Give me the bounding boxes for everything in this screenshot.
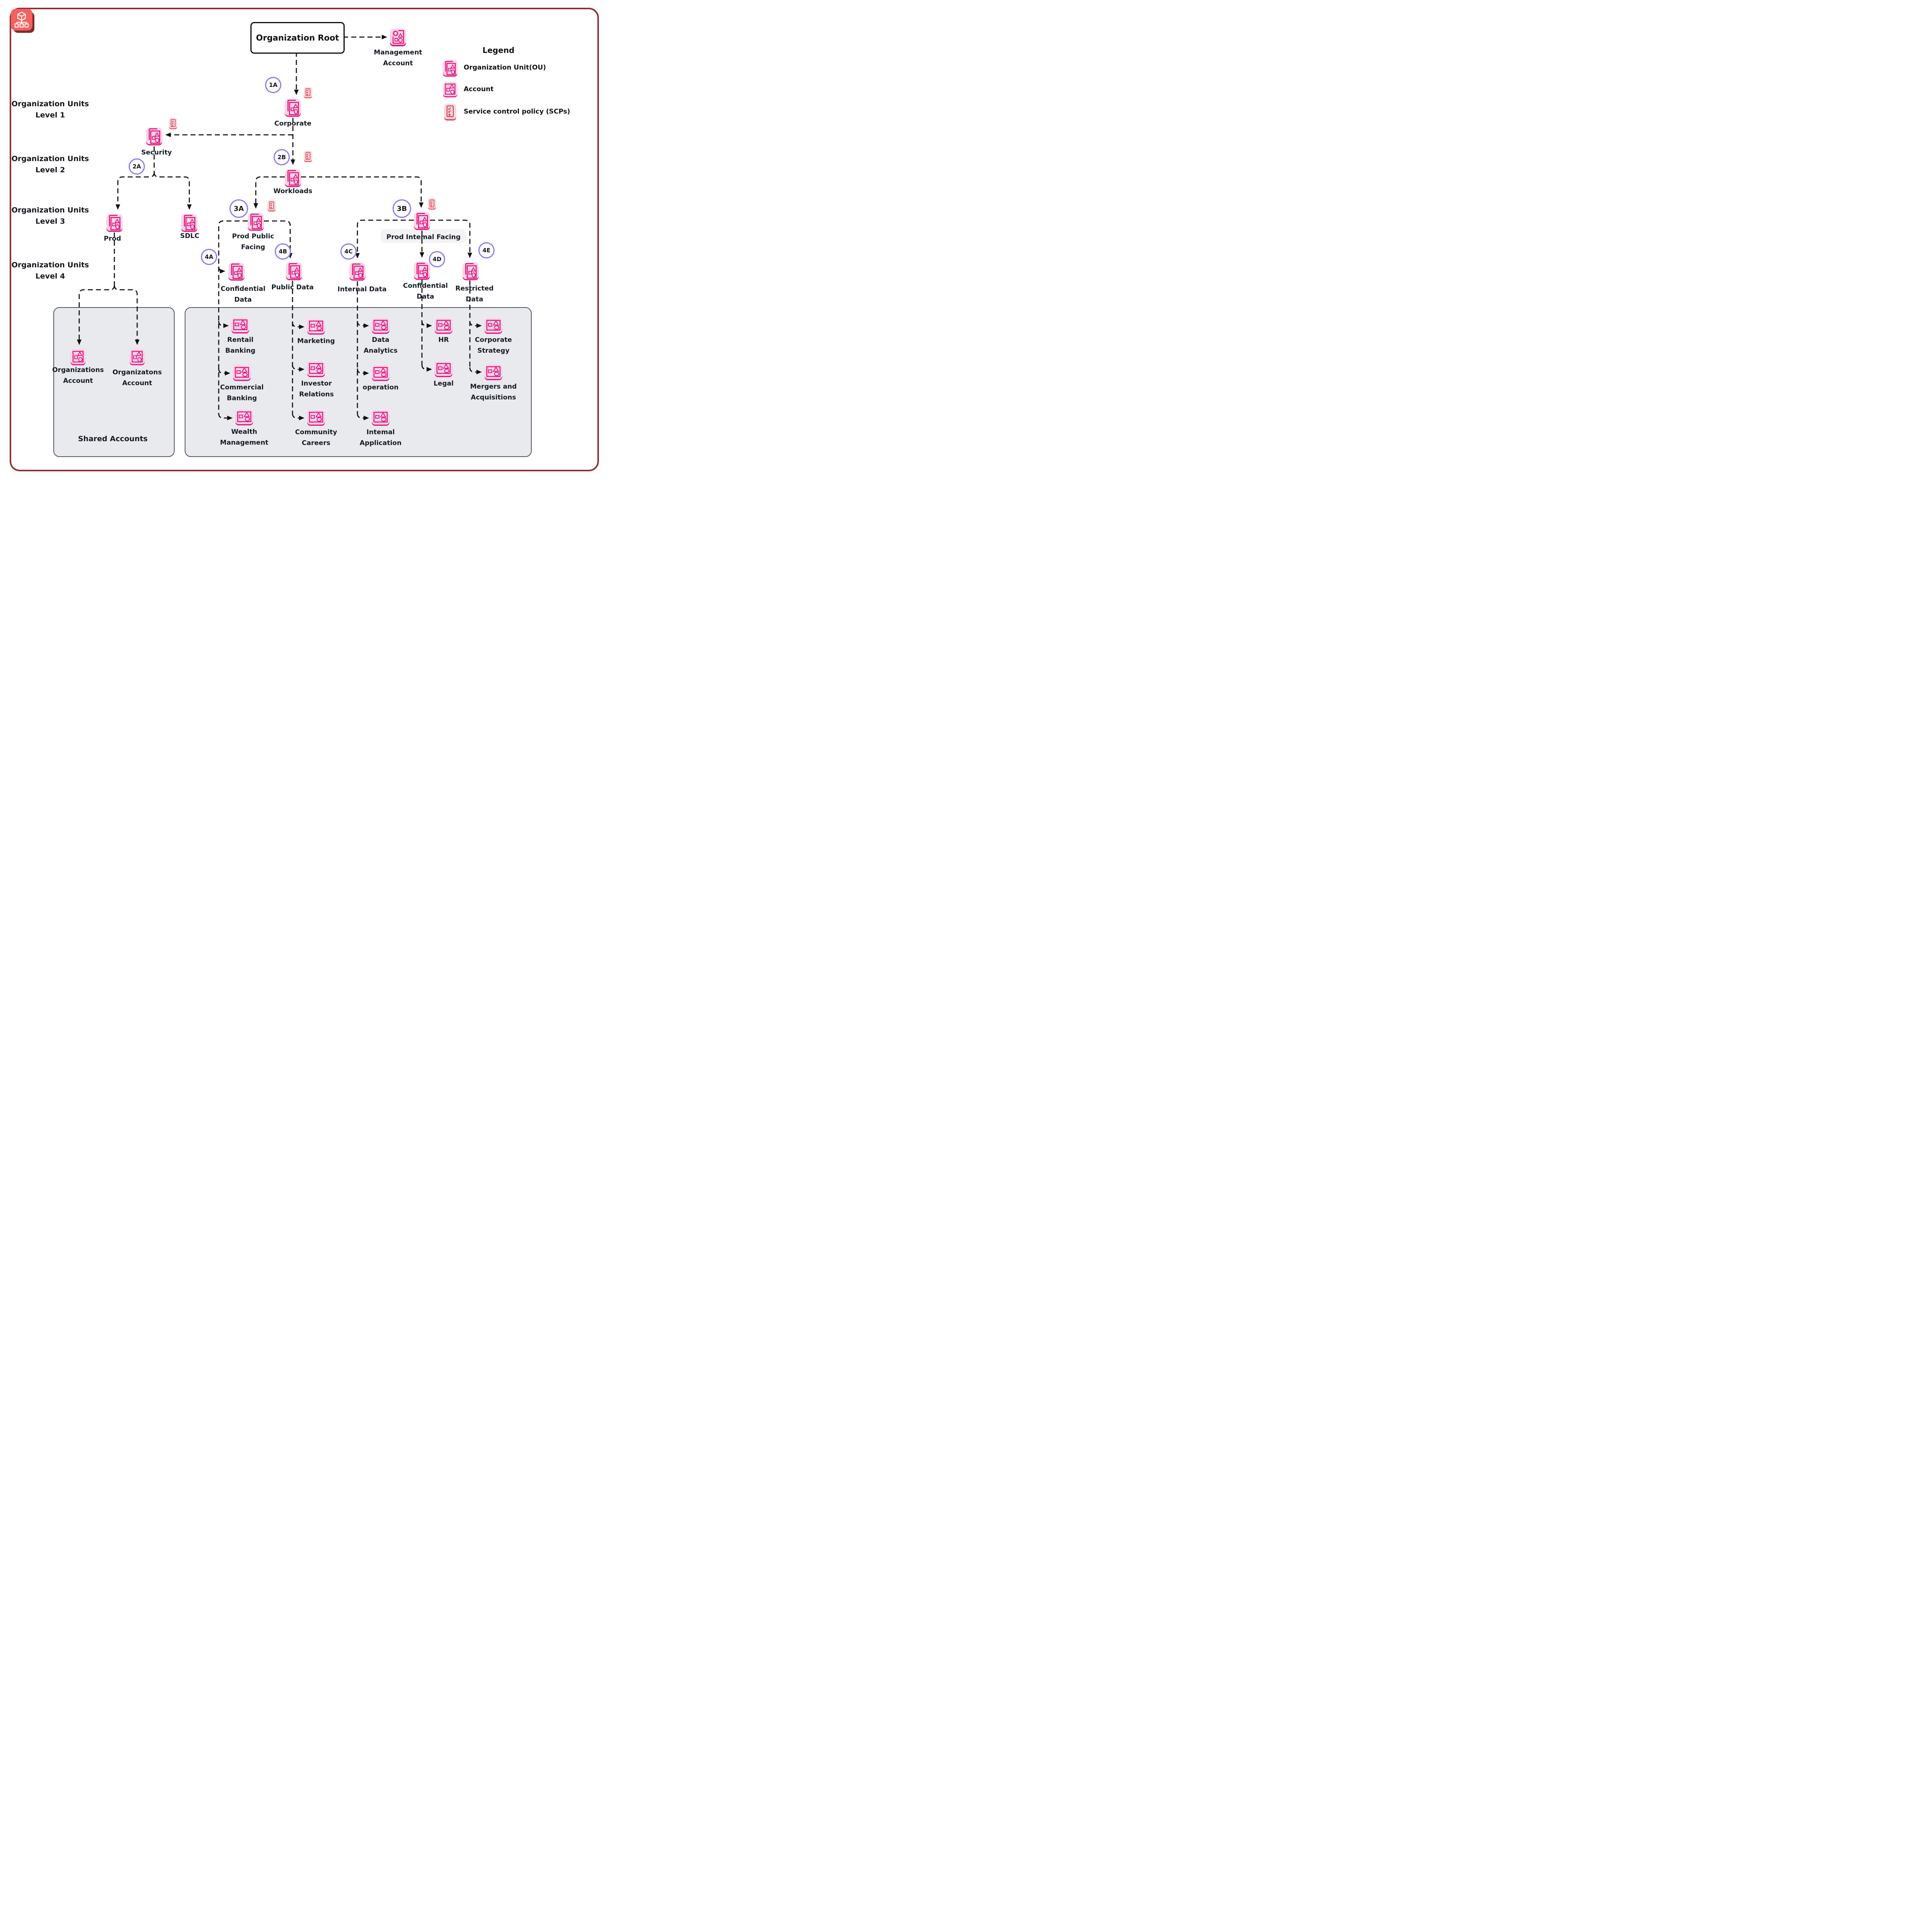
account-label-data-analytics: Data Analytics (364, 336, 398, 355)
management-account-icon (389, 27, 407, 47)
account-label-community-careers: Community Careers (295, 428, 337, 447)
ou-label-security: Security (141, 149, 172, 156)
account-icon-wealth-management (234, 408, 254, 426)
ou-label-confidential-left: Confidential Data (221, 285, 265, 304)
badge-3b: 3B (393, 199, 411, 218)
account-icon-mergers-acquisitions (483, 363, 503, 381)
legend-scp-label: Service control policy (SCPs) (464, 108, 570, 116)
ou-icon-prod-internal (413, 210, 431, 231)
rail-level-2: Organization Units Level 2 (11, 155, 89, 175)
rail-level-1: Organization Units Level 1 (11, 100, 89, 120)
ou-label-workloads: Workloads (273, 187, 313, 195)
account-icon-commercial-banking (232, 364, 252, 382)
badge-4e: 4E (478, 242, 495, 258)
ou-icon-restricted (461, 260, 480, 281)
rail-level-3: Organization Units Level 3 (11, 206, 89, 226)
account-icon-corporate-strategy (483, 317, 503, 335)
account-label-operation: operation (362, 384, 399, 391)
diagram-canvas: Organization Root Management Account Leg… (0, 0, 605, 480)
scp-icon-prod-internal (427, 198, 437, 210)
account-label-investor-relations: Investor Relations (299, 380, 334, 399)
account-label-legal: Legal (434, 380, 454, 387)
scp-icon-security (168, 117, 178, 129)
legend-ou-label: Organization Unit(OU) (464, 64, 546, 71)
connector-lines (77, 35, 482, 420)
account-icon-intemal-application (371, 409, 391, 426)
management-account-label: Management Account (374, 49, 422, 68)
shared-accounts-title: Shared Accounts (78, 435, 148, 443)
badge-3a: 3A (230, 199, 248, 218)
ou-icon-workloads (284, 167, 302, 188)
ou-icon-public-data (285, 260, 303, 281)
account-icon-data-analytics (371, 317, 391, 335)
badge-2b: 2B (274, 149, 290, 165)
ou-icon-sdlc (180, 212, 199, 233)
account-icon-organizations (69, 347, 87, 367)
organization-root-label: Organization Root (256, 33, 339, 42)
aws-brand-text: aws (20, 474, 60, 480)
legend-ou-icon (442, 58, 459, 77)
ou-icon-internal-data (348, 260, 367, 281)
legend-scp-icon (443, 103, 457, 121)
ou-icon-prod (105, 212, 124, 233)
legend-title: Legend (482, 46, 515, 55)
ou-label-prod-internal: Prod Intemal Facing (386, 233, 461, 241)
ou-label-corporate: Corporate (274, 120, 311, 127)
account-icon-hr (434, 317, 454, 335)
account-label-wealth-management: Wealth Management (220, 428, 269, 447)
ou-label-public-data: Public Data (271, 284, 314, 291)
account-label-hr: HR (438, 336, 449, 344)
ou-icon-security (145, 125, 163, 146)
ou-label-confidential-right: Confidential Data (403, 282, 448, 301)
organization-root-node: Organization Root (250, 22, 345, 54)
account-icon-marketing (306, 318, 326, 335)
account-icon-organizatons (128, 347, 146, 367)
scp-icon-corporate (303, 87, 313, 99)
account-label-marketing: Marketing (297, 337, 335, 345)
prod-internal-label-pill (381, 229, 466, 243)
ou-label-sdlc: SDLC (180, 232, 199, 240)
account-icon-rentail-banking (230, 316, 250, 334)
ou-icon-confidential-right (413, 260, 431, 280)
ou-icon-corporate (284, 97, 302, 117)
ou-icon-confidential-left (227, 260, 246, 281)
badge-1a: 1A (265, 77, 281, 93)
account-label-corporate-strategy: Corporate Strategy (475, 336, 512, 355)
account-label-organizations: Organizations Account (52, 366, 104, 385)
ou-label-prod-public: Prod Public Facing (232, 233, 274, 251)
account-label-commercial-banking: Commercial Banking (220, 384, 264, 403)
account-label-intemal-application: Intemal Application (359, 428, 402, 447)
badge-4a: 4A (201, 249, 217, 265)
account-icon-legal (434, 360, 454, 378)
legend-account-icon (442, 80, 459, 99)
badge-4d: 4D (429, 251, 445, 267)
scp-icon-prod-public (267, 200, 276, 212)
account-icon-investor-relations (306, 360, 326, 378)
badge-4c: 4C (340, 243, 357, 260)
account-icon-community-careers (306, 409, 326, 426)
diagram-border (10, 8, 599, 471)
ou-label-prod: Prod (104, 235, 121, 243)
account-label-rentail-banking: Rentail Banking (225, 336, 255, 355)
legend-account-label: Account (464, 85, 494, 93)
ou-icon-prod-public (247, 211, 265, 231)
aws-organizations-icon (11, 9, 32, 31)
badge-4b: 4B (275, 243, 291, 260)
scp-icon-workloads (303, 150, 313, 162)
rail-level-4: Organization Units Level 4 (11, 261, 89, 281)
account-icon-operation (371, 364, 391, 382)
account-label-organizatons: Organizatons Account (112, 369, 162, 387)
ou-label-internal-data: Internal Data (337, 285, 387, 293)
account-label-mergers-acquisitions: Mergers and Acquisitions (470, 383, 517, 402)
ou-label-restricted: Restricted Data (455, 285, 494, 304)
shared-accounts-box (53, 307, 175, 457)
badge-2a: 2A (129, 158, 145, 175)
